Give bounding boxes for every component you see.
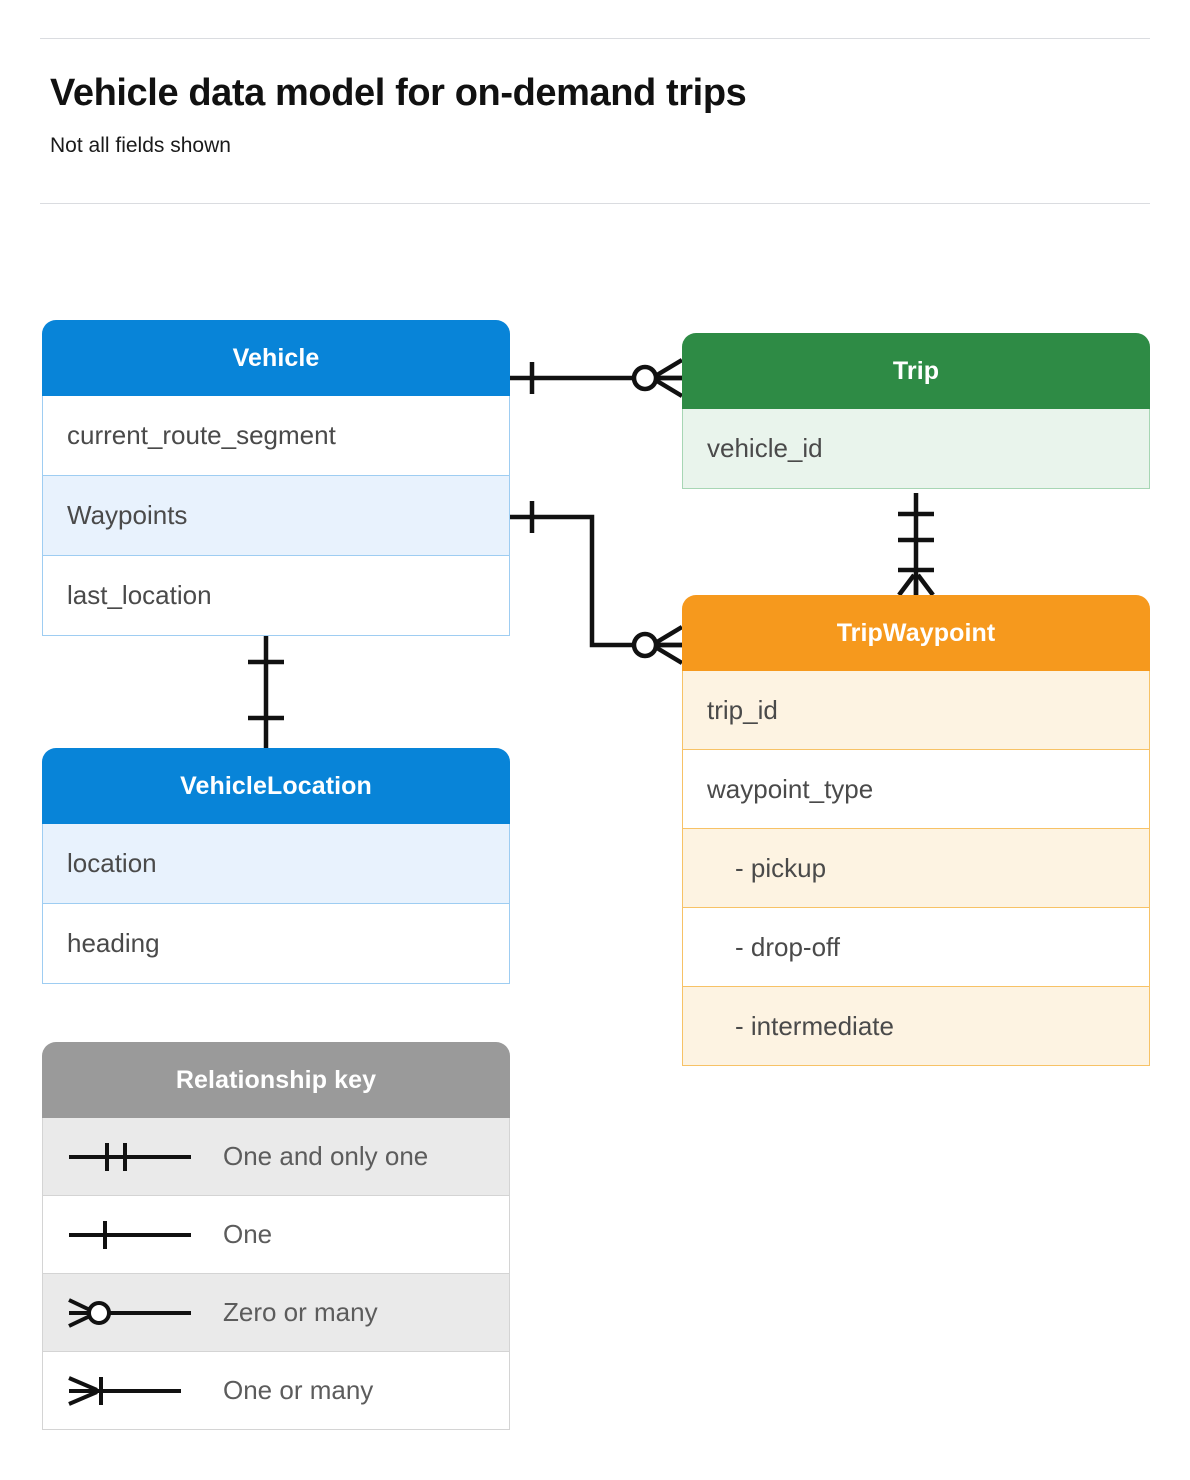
entity-trip-waypoint-value-intermediate[interactable]: - intermediate	[682, 987, 1150, 1066]
entity-trip-waypoint-field-waypoint-type[interactable]: waypoint_type	[682, 750, 1150, 829]
legend-row-one-or-many: One or many	[42, 1352, 510, 1430]
legend-label-one-or-many: One or many	[223, 1375, 374, 1405]
legend-row-one: One	[42, 1196, 510, 1274]
entity-trip[interactable]: Trip vehicle_id	[682, 333, 1150, 489]
entity-trip-title: Trip	[682, 333, 1150, 409]
header-divider-top	[40, 38, 1150, 39]
zero-or-many-icon	[43, 1274, 223, 1351]
legend-label-zero-or-many: Zero or many	[223, 1297, 378, 1327]
entity-vehicle-field-waypoints[interactable]: Waypoints	[42, 476, 510, 556]
page-subtitle: Not all fields shown	[50, 134, 231, 157]
legend-row-one-and-only-one: One and only one	[42, 1118, 510, 1196]
connector-trip-tripwaypoint	[897, 493, 935, 597]
entity-vehicle-location-field-heading[interactable]: heading	[42, 904, 510, 984]
header-divider-bottom	[40, 203, 1150, 204]
entity-trip-waypoint-title: TripWaypoint	[682, 595, 1150, 671]
legend-label-one: One	[223, 1219, 273, 1249]
legend-label-one-and-only-one: One and only one	[223, 1141, 429, 1171]
legend-row-zero-or-many: Zero or many	[42, 1274, 510, 1352]
one-icon	[43, 1196, 223, 1273]
entity-trip-field-vehicle-id[interactable]: vehicle_id	[682, 409, 1150, 489]
entity-trip-waypoint[interactable]: TripWaypoint trip_id waypoint_type - pic…	[682, 595, 1150, 1066]
entity-vehicle-location[interactable]: VehicleLocation location heading	[42, 748, 510, 984]
entity-trip-waypoint-value-drop-off[interactable]: - drop-off	[682, 908, 1150, 987]
relationship-key-title: Relationship key	[42, 1042, 510, 1118]
entity-vehicle-location-field-location[interactable]: location	[42, 824, 510, 904]
relationship-key-legend: Relationship key One and only one One	[42, 1042, 510, 1430]
entity-trip-waypoint-value-pickup[interactable]: - pickup	[682, 829, 1150, 908]
entity-vehicle-field-current-route-segment[interactable]: current_route_segment	[42, 396, 510, 476]
connector-vehicle-vehiclelocation	[248, 636, 284, 748]
entity-vehicle[interactable]: Vehicle current_route_segment Waypoints …	[42, 320, 510, 636]
one-and-only-one-icon	[43, 1118, 223, 1195]
entity-vehicle-title: Vehicle	[42, 320, 510, 396]
connector-vehicle-trip	[510, 358, 684, 398]
page-title: Vehicle data model for on-demand trips	[50, 72, 747, 114]
connector-waypoints-tripwaypoint	[510, 501, 684, 665]
entity-trip-waypoint-field-trip-id[interactable]: trip_id	[682, 671, 1150, 750]
entity-vehicle-field-last-location[interactable]: last_location	[42, 556, 510, 636]
one-or-many-icon	[43, 1352, 223, 1429]
entity-vehicle-location-title: VehicleLocation	[42, 748, 510, 824]
